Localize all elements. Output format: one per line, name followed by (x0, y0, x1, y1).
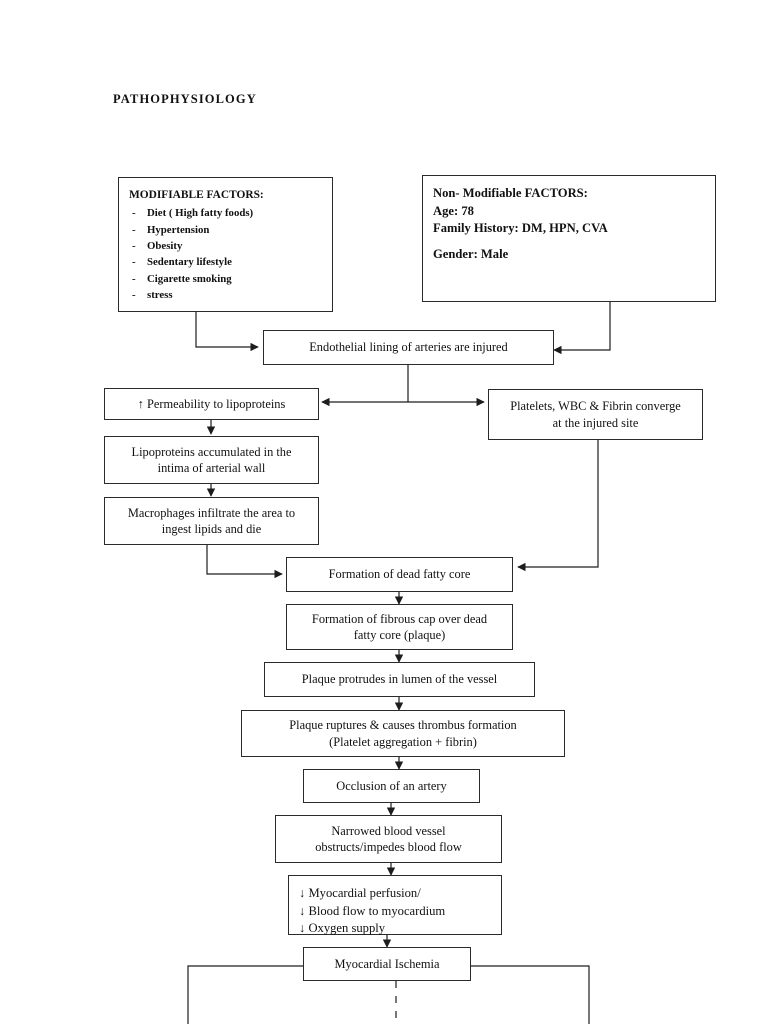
list-item: Obesity (132, 238, 264, 255)
node-label: Formation of fibrous cap over dead fatty… (311, 611, 488, 642)
node-label: Lipoproteins accumulated in the intima o… (131, 444, 292, 475)
node-myocardial-ischemia: Myocardial Ischemia (303, 947, 471, 981)
node-plaque-ruptures: Plaque ruptures & causes thrombus format… (241, 710, 565, 757)
patient-gender: Gender: Male (433, 246, 509, 261)
node-lipoproteins-accumulated: Lipoproteins accumulated in the intima o… (104, 436, 319, 484)
node-label: Macrophages infiltrate the area to inges… (127, 505, 296, 536)
connector-ischemia-right-branch (471, 965, 590, 1024)
node-occlusion-artery: Occlusion of an artery (303, 769, 480, 803)
connector-modifiable-to-endothelial (195, 312, 259, 352)
node-label: Plaque ruptures & causes thrombus format… (289, 718, 517, 749)
connector-platelets-to-core (517, 440, 599, 572)
node-macrophages-infiltrate: Macrophages infiltrate the area to inges… (104, 497, 319, 545)
node-permeability-lipoproteins: ↑ Permeability to lipoproteins (104, 388, 319, 420)
node-dead-fatty-core: Formation of dead fatty core (286, 557, 513, 592)
connector-nonmodifiable-to-endothelial (553, 302, 611, 355)
node-platelets-converge: Platelets, WBC & Fibrin converge at the … (488, 389, 703, 440)
node-label: Endothelial lining of arteries are injur… (309, 340, 508, 355)
node-narrowed-blood-vessel: Narrowed blood vessel obstructs/impedes … (275, 815, 502, 863)
non-modifiable-factors-heading: Non- Modifiable FACTORS: (433, 186, 588, 200)
node-label: Occlusion of an artery (336, 778, 447, 793)
list-item: Sedentary lifestyle (132, 254, 264, 271)
patient-family-history: Family History: DM, HPN, CVA (433, 221, 608, 236)
list-item: stress (132, 287, 264, 304)
node-endothelial-injury: Endothelial lining of arteries are injur… (263, 330, 554, 365)
perfusion-line-3: ↓ Oxygen supply (299, 921, 386, 936)
node-label: Myocardial Ischemia (334, 956, 440, 971)
list-item: Hypertension (132, 222, 264, 239)
non-modifiable-factors-box: Non- Modifiable FACTORS: Age: 78 Family … (422, 175, 716, 302)
modifiable-factors-list: Diet ( High fatty foods) Hypertension Ob… (129, 205, 264, 304)
perfusion-line-2: ↓ Blood flow to myocardium (299, 903, 446, 918)
node-label: Platelets, WBC & Fibrin converge at the … (510, 399, 681, 430)
node-fibrous-cap: Formation of fibrous cap over dead fatty… (286, 604, 513, 650)
patient-age: Age: 78 (433, 203, 474, 218)
connector-ischemia-left-branch (187, 965, 303, 1024)
connector-macrophages-to-core (206, 545, 283, 579)
node-label: Plaque protrudes in lumen of the vessel (301, 672, 498, 687)
list-item: Cigarette smoking (132, 271, 264, 288)
node-label: ↑ Permeability to lipoproteins (137, 396, 286, 411)
node-plaque-protrudes: Plaque protrudes in lumen of the vessel (264, 662, 535, 697)
node-label: Formation of dead fatty core (328, 567, 471, 582)
perfusion-line-1: ↓ Myocardial perfusion/ (299, 886, 421, 900)
modifiable-factors-box: MODIFIABLE FACTORS: Diet ( High fatty fo… (118, 177, 333, 312)
node-label: Narrowed blood vessel obstructs/impedes … (315, 823, 462, 854)
modifiable-factors-heading: MODIFIABLE FACTORS: (129, 189, 264, 201)
node-reduced-perfusion: ↓ Myocardial perfusion/ ↓ Blood flow to … (288, 875, 502, 935)
list-item: Diet ( High fatty foods) (132, 205, 264, 222)
page-title: PATHOPHYSIOLOGY (113, 92, 257, 106)
